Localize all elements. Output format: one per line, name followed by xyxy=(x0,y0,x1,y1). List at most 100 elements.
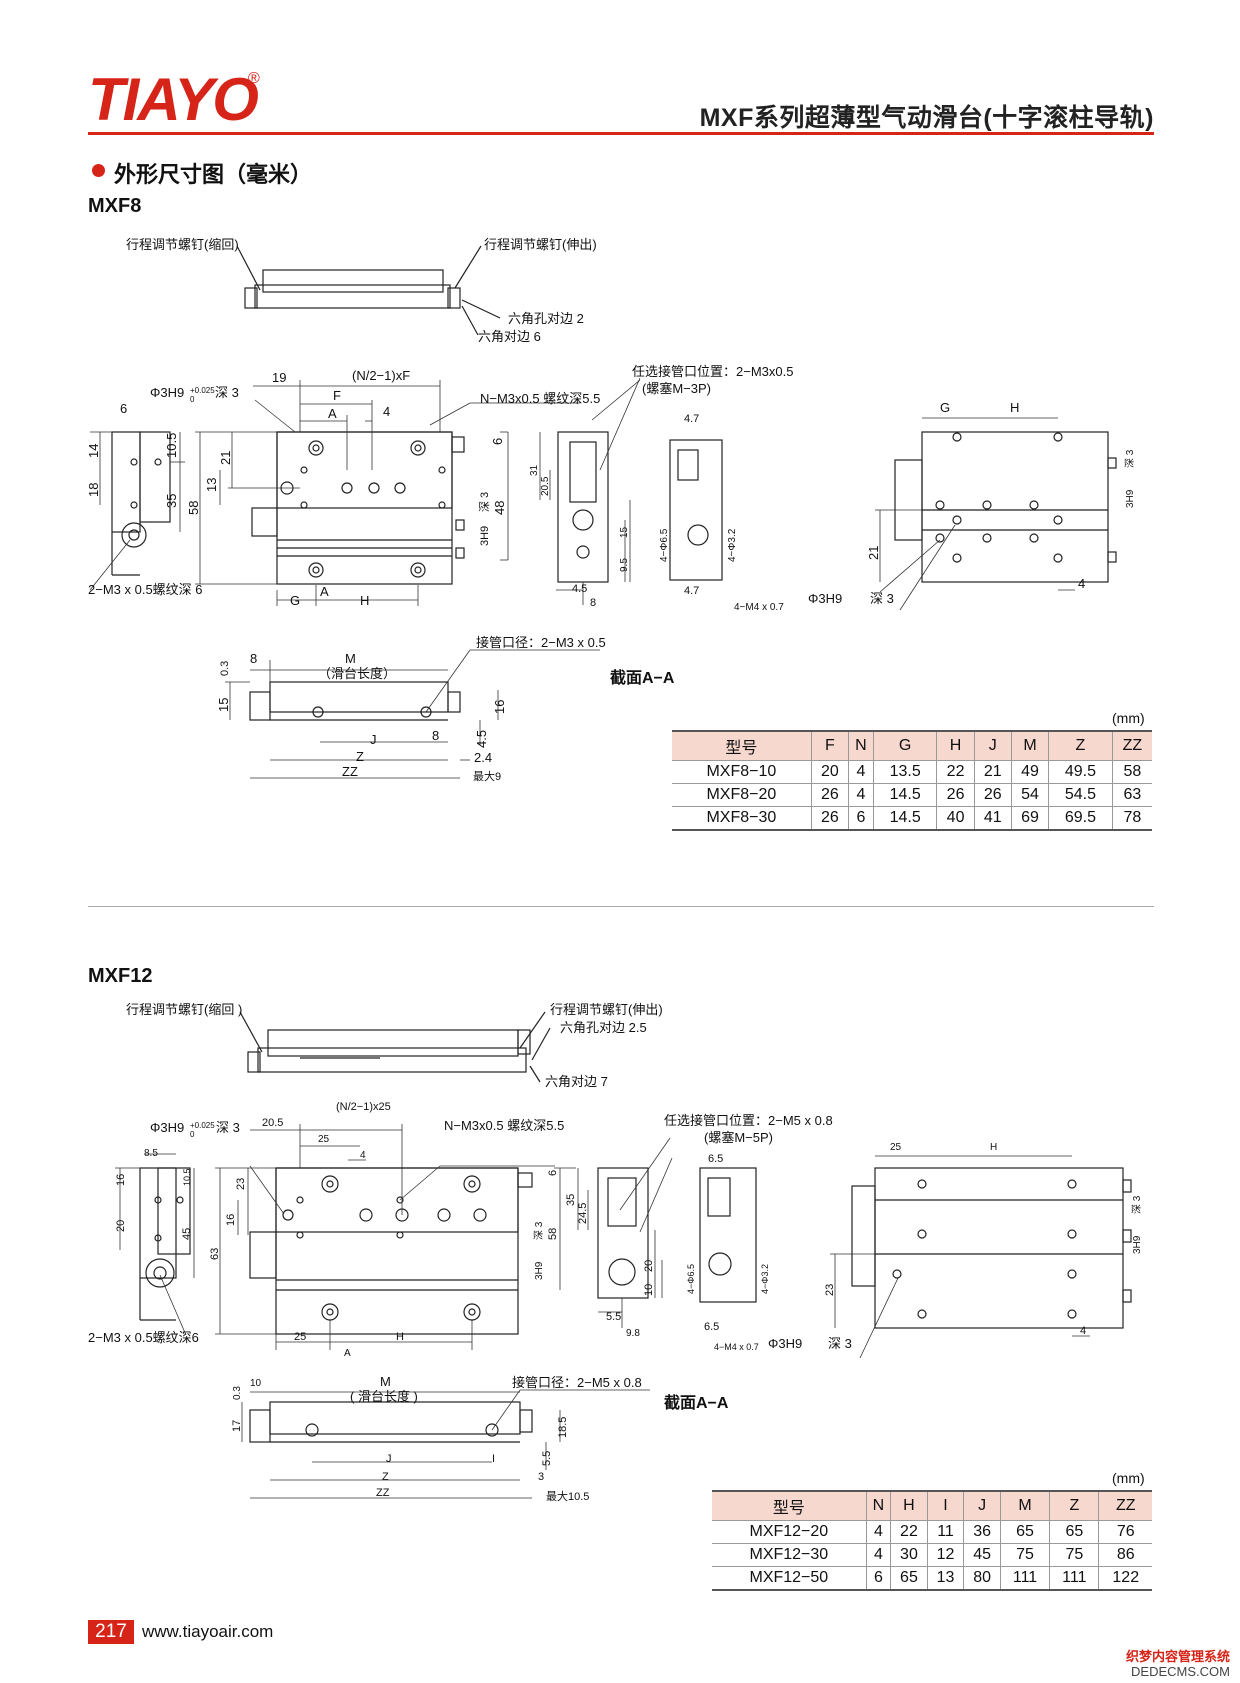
model-title-mxf12: MXF12 xyxy=(88,965,153,987)
svg-text:63: 63 xyxy=(209,1248,221,1260)
label-hex-hole-12: 六角孔对边 2.5 xyxy=(560,1020,647,1035)
label-hex-flat-12: 六角对边 7 xyxy=(545,1074,608,1089)
svg-text:深 3: 深 3 xyxy=(870,591,894,606)
table-cell: MXF8−30 xyxy=(672,806,812,831)
label-m3-bottom-12: 2−M3 x 0.5螺纹深6 xyxy=(88,1330,199,1345)
table-cell: 65 xyxy=(1049,1520,1099,1544)
label-pipe-12: 接管口径：2−M5 x 0.8 xyxy=(512,1375,642,1390)
svg-text:10.5: 10.5 xyxy=(164,433,179,458)
label-hole-tol: Φ3H9 xyxy=(150,385,184,400)
table-cell: 75 xyxy=(1049,1543,1099,1567)
svg-text:13: 13 xyxy=(204,478,219,492)
svg-text:2.4: 2.4 xyxy=(474,750,492,765)
label-screw-extend-12: 行程调节螺钉(伸出) xyxy=(550,1002,663,1017)
svg-text:8: 8 xyxy=(432,728,439,743)
svg-text:+0.025: +0.025 xyxy=(190,386,215,395)
svg-text:4: 4 xyxy=(1078,576,1085,591)
table-header-cell: J xyxy=(963,1490,1001,1521)
svg-text:M: M xyxy=(345,651,356,666)
label-section-aa: 截面A−A xyxy=(610,668,675,687)
table-header-cell: F xyxy=(810,730,849,761)
svg-text:21: 21 xyxy=(866,546,881,560)
svg-text:48: 48 xyxy=(492,501,507,515)
label-m3-bottom: 2−M3 x 0.5螺纹深 6 xyxy=(88,582,203,597)
svg-text:深 3: 深 3 xyxy=(533,1221,545,1240)
table-cell: 41 xyxy=(973,806,1012,831)
table-header-cell: ZZ xyxy=(1111,730,1152,761)
svg-text:6.5: 6.5 xyxy=(704,1321,719,1333)
table-header-cell: ZZ xyxy=(1098,1490,1152,1521)
table-cell: 65 xyxy=(999,1520,1050,1544)
table-cell: 54.5 xyxy=(1048,783,1113,807)
svg-text:Z: Z xyxy=(382,1471,389,1483)
drawing-mxf8: 行程调节螺钉(缩回) 行程调节螺钉(伸出) 六角孔对边 2 六角对边 6 Φ3H… xyxy=(86,237,1136,783)
page-title: MXF系列超薄型气动滑台(十字滚柱导轨) xyxy=(699,104,1154,132)
svg-text:Φ3H9: Φ3H9 xyxy=(150,1120,184,1135)
svg-text:16: 16 xyxy=(115,1174,127,1186)
table-header-cell: N xyxy=(865,1490,892,1521)
svg-text:4: 4 xyxy=(1080,1325,1086,1337)
table-cell: 26 xyxy=(810,783,849,807)
table-cell: 54 xyxy=(1010,783,1049,807)
svg-text:G: G xyxy=(940,400,950,415)
svg-text:F: F xyxy=(333,388,341,403)
svg-text:4−Φ3.2: 4−Φ3.2 xyxy=(727,528,738,562)
table-cell: 14.5 xyxy=(872,806,937,831)
svg-text:9.5: 9.5 xyxy=(619,558,630,572)
svg-text:9.8: 9.8 xyxy=(626,1328,640,1339)
svg-text:ZZ: ZZ xyxy=(342,764,358,779)
svg-text:25: 25 xyxy=(890,1142,902,1153)
svg-text:10: 10 xyxy=(250,1378,262,1389)
svg-text:15: 15 xyxy=(619,526,630,538)
svg-text:6.5: 6.5 xyxy=(708,1153,723,1165)
table-cell: 86 xyxy=(1098,1543,1152,1567)
svg-text:25: 25 xyxy=(294,1331,306,1343)
table-header-cell: 型号 xyxy=(672,730,812,761)
svg-text:H: H xyxy=(1010,400,1019,415)
svg-text:3: 3 xyxy=(538,1471,544,1483)
svg-text:深 3: 深 3 xyxy=(478,492,491,512)
svg-text:A: A xyxy=(328,406,337,421)
svg-text:16: 16 xyxy=(492,700,507,714)
table-cell: 26 xyxy=(810,806,849,831)
svg-text:G: G xyxy=(290,593,300,608)
svg-text:14: 14 xyxy=(86,444,101,458)
svg-text:Φ3H9: Φ3H9 xyxy=(768,1336,802,1351)
svg-text:20.5: 20.5 xyxy=(262,1117,283,1129)
table-cell: 65 xyxy=(890,1566,928,1591)
svg-text:17: 17 xyxy=(231,1420,243,1432)
table-cell: 21 xyxy=(973,760,1012,784)
label-hex-flat: 六角对边 6 xyxy=(478,329,541,344)
model-title-mxf8: MXF8 xyxy=(88,195,142,217)
svg-text:最大10.5: 最大10.5 xyxy=(546,1489,589,1503)
svg-text:+0.025: +0.025 xyxy=(190,1121,215,1130)
table-cell: 69.5 xyxy=(1048,806,1113,831)
table-cell: 49 xyxy=(1010,760,1049,784)
svg-text:8: 8 xyxy=(590,597,596,609)
table-cell: 6 xyxy=(847,806,874,831)
table-cell: 22 xyxy=(890,1520,928,1544)
svg-text:I: I xyxy=(492,1453,495,1465)
table-header-cell: 型号 xyxy=(712,1490,867,1521)
svg-text:5.5: 5.5 xyxy=(606,1311,621,1323)
svg-text:深 3: 深 3 xyxy=(1124,449,1136,468)
svg-text:深 3: 深 3 xyxy=(828,1336,852,1351)
table-cell: MXF12−20 xyxy=(712,1520,867,1544)
table-cell: 20 xyxy=(810,760,849,784)
svg-text:20.5: 20.5 xyxy=(540,476,551,496)
footer-url[interactable]: www.tiayoair.com xyxy=(142,1622,274,1641)
svg-text:10.5: 10.5 xyxy=(182,1168,192,1186)
svg-text:0: 0 xyxy=(190,1130,195,1139)
table-cell: 30 xyxy=(890,1543,928,1567)
table-cell: 26 xyxy=(973,783,1012,807)
svg-text:24.5: 24.5 xyxy=(577,1203,589,1224)
table-header-cell: J xyxy=(973,730,1012,761)
svg-text:4−Φ6.5: 4−Φ6.5 xyxy=(686,1264,696,1294)
svg-text:35: 35 xyxy=(164,494,179,508)
table-cell: 13 xyxy=(926,1566,964,1591)
svg-text:6: 6 xyxy=(547,1170,559,1176)
